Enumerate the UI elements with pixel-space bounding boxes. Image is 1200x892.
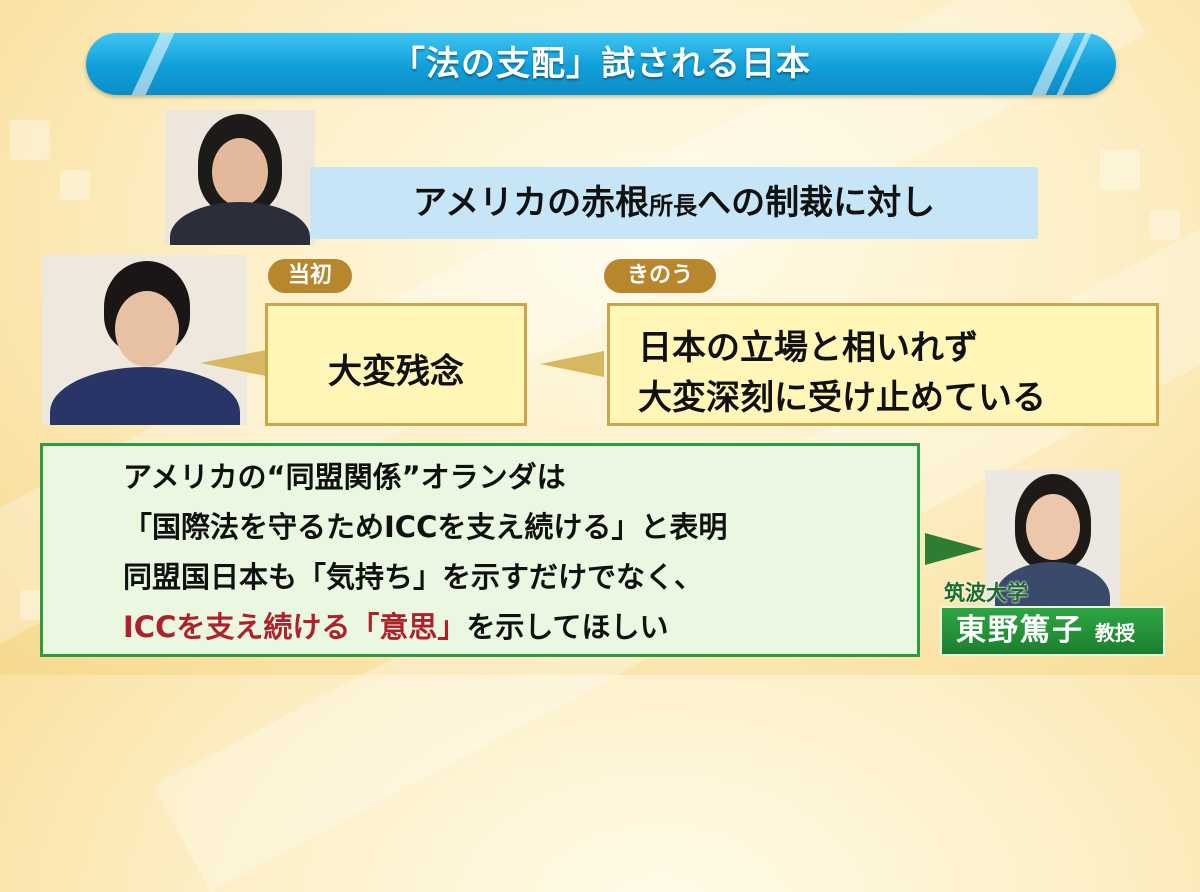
- yesterday-reaction-box: 日本の立場と相いれず 大変深刻に受け止めている: [607, 303, 1159, 426]
- speaker-nameplate: 東野篤子 教授: [940, 606, 1165, 656]
- photo-official-2: [42, 255, 247, 425]
- commentary-line-2: 「国際法を守るためICCを支え続ける」と表明: [123, 510, 728, 544]
- face-shape: [212, 138, 268, 206]
- title-banner: 「法の支配」試される日本: [86, 33, 1116, 95]
- commentary-line-1: アメリカの“同盟関係”オランダは: [123, 460, 566, 494]
- pointer-arrow: [200, 350, 266, 376]
- photo-professor: [985, 470, 1120, 610]
- background-tile: [60, 170, 90, 200]
- torso-shape: [170, 202, 310, 245]
- initial-reaction-text: 大変残念: [328, 352, 464, 392]
- page-title: 「法の支配」試される日本: [391, 44, 811, 84]
- tag-yesterday: きのう: [604, 259, 716, 293]
- statement-box: アメリカの赤根所長への制裁に対し: [310, 167, 1038, 239]
- background-tile: [1100, 150, 1140, 190]
- pointer-arrow: [540, 351, 604, 377]
- commentary-line-4-rest: を示してほしい: [466, 610, 669, 644]
- commentary-box: アメリカの“同盟関係”オランダは 「国際法を守るためICCを支え続ける」と表明 …: [40, 443, 920, 657]
- pointer-arrow: [925, 533, 983, 565]
- torso-shape: [995, 562, 1110, 610]
- speaker-affiliation: 筑波大学: [944, 581, 1028, 605]
- background-tile: [1150, 210, 1180, 240]
- statement-suffix: への制裁に対し: [697, 183, 936, 223]
- statement-small-text: 所長: [649, 192, 698, 220]
- yesterday-reaction-line1: 日本の立場と相いれず: [638, 328, 978, 368]
- commentary-emphasis: ICCを支え続ける「意思」: [123, 610, 467, 644]
- speaker-title: 教授: [1095, 621, 1135, 645]
- commentary-line-3: 同盟国日本も「気持ち」を示すだけでなく、: [123, 560, 704, 594]
- background-tile: [10, 120, 50, 160]
- photo-official-1: [165, 110, 315, 245]
- tag-initial: 当初: [268, 259, 352, 293]
- statement-prefix: アメリカの赤根: [412, 183, 650, 223]
- face-shape: [115, 291, 179, 367]
- statement-text: アメリカの赤根所長への制裁に対し: [310, 167, 1038, 242]
- commentary-line-4: ICCを支え続ける「意思」を示してほしい: [123, 604, 669, 646]
- face-shape: [1026, 494, 1080, 560]
- speaker-name: 東野篤子: [956, 613, 1084, 648]
- initial-reaction-box: 大変残念: [265, 303, 527, 426]
- yesterday-reaction-line2: 大変深刻に受け止めている: [638, 378, 1046, 418]
